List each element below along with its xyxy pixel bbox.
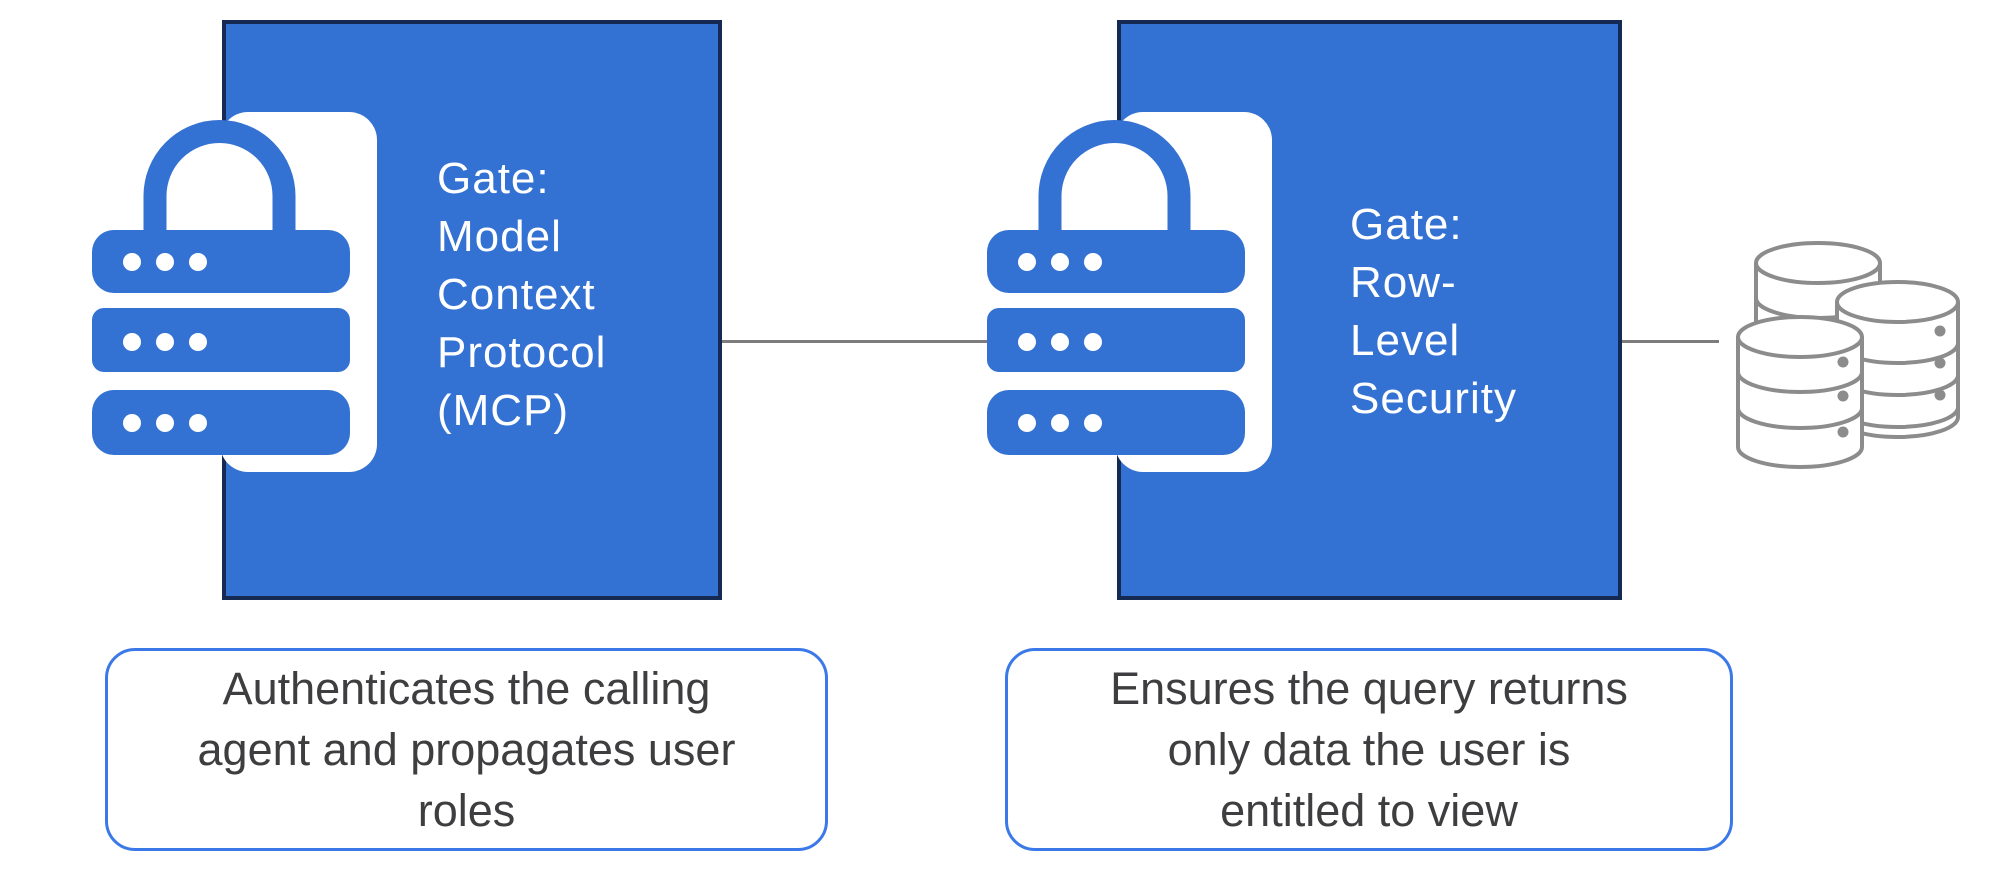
caption-line: Ensures the query returns xyxy=(1110,663,1628,714)
database-stack-icon xyxy=(1736,241,1960,469)
lock-server-icon xyxy=(92,112,378,472)
connector-line-rls-to-database xyxy=(1622,340,1719,343)
gate-title-line: Gate: xyxy=(1350,200,1463,249)
gate-title-line: Row- xyxy=(1350,258,1457,307)
connector-line-mcp-to-rls xyxy=(722,340,990,343)
gate-title-line: Security xyxy=(1350,374,1517,423)
gate-title-line: Protocol xyxy=(437,328,607,377)
caption-line: only data the user is xyxy=(1167,724,1571,775)
lock-server-glyph xyxy=(92,120,350,455)
gate-title-mcp: Gate: Model Context Protocol (MCP) xyxy=(437,150,606,440)
gate-title-line: Model xyxy=(437,212,562,261)
gate-title-line: (MCP) xyxy=(437,386,570,435)
caption-line: Authenticates the calling xyxy=(222,663,711,714)
caption-box-rls: Ensures the query returns only data the … xyxy=(1005,648,1733,851)
caption-line: entitled to view xyxy=(1220,785,1518,836)
gate-title-rls: Gate: Row- Level Security xyxy=(1350,196,1517,428)
gate-title-line: Level xyxy=(1350,316,1461,365)
lock-server-glyph xyxy=(987,120,1245,455)
gate-title-line: Context xyxy=(437,270,596,319)
lock-server-icon xyxy=(987,112,1273,472)
gate-title-line: Gate: xyxy=(437,154,550,203)
caption-line: roles xyxy=(417,785,516,836)
caption-box-mcp: Authenticates the calling agent and prop… xyxy=(105,648,828,851)
caption-line: agent and propagates user xyxy=(197,724,736,775)
